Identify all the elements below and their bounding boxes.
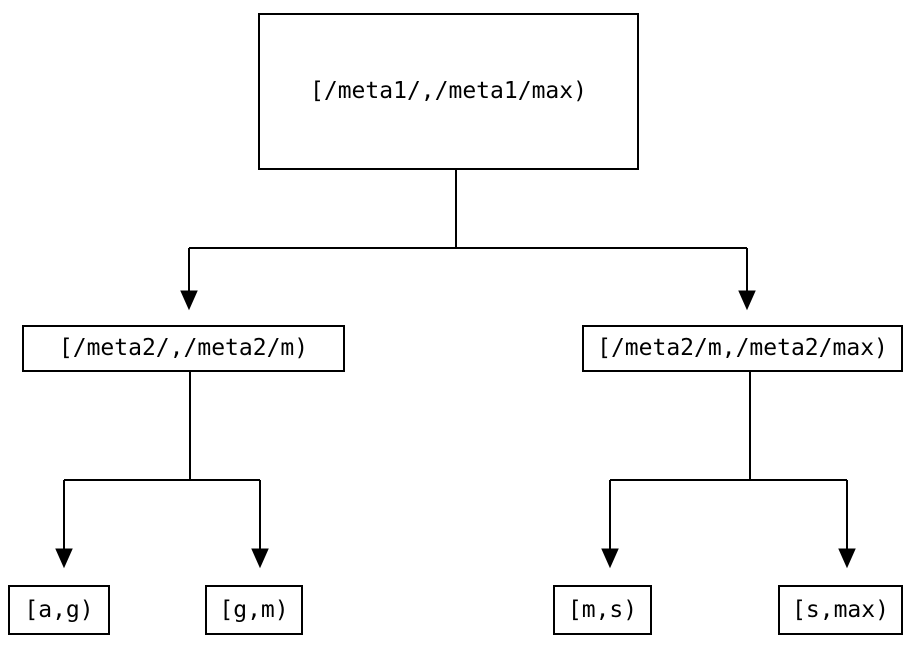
- node-root: [/meta1/,/meta1/max): [258, 13, 639, 170]
- arrowhead-leaf-gm: [251, 548, 269, 569]
- arrowhead-leaf-smax: [838, 548, 856, 569]
- arrowhead-mid-right: [738, 290, 756, 311]
- node-leaf-smax: [s,max): [778, 585, 903, 635]
- arrowhead-leaf-ms: [601, 548, 619, 569]
- node-leaf-ms: [m,s): [553, 585, 652, 635]
- arrowhead-leaf-ag: [55, 548, 73, 569]
- node-leaf-gm: [g,m): [205, 585, 303, 635]
- node-mid-right: [/meta2/m,/meta2/max): [582, 325, 903, 372]
- node-mid-left: [/meta2/,/meta2/m): [22, 325, 345, 372]
- node-leaf-ag: [a,g): [8, 585, 110, 635]
- arrowhead-mid-left: [180, 290, 198, 311]
